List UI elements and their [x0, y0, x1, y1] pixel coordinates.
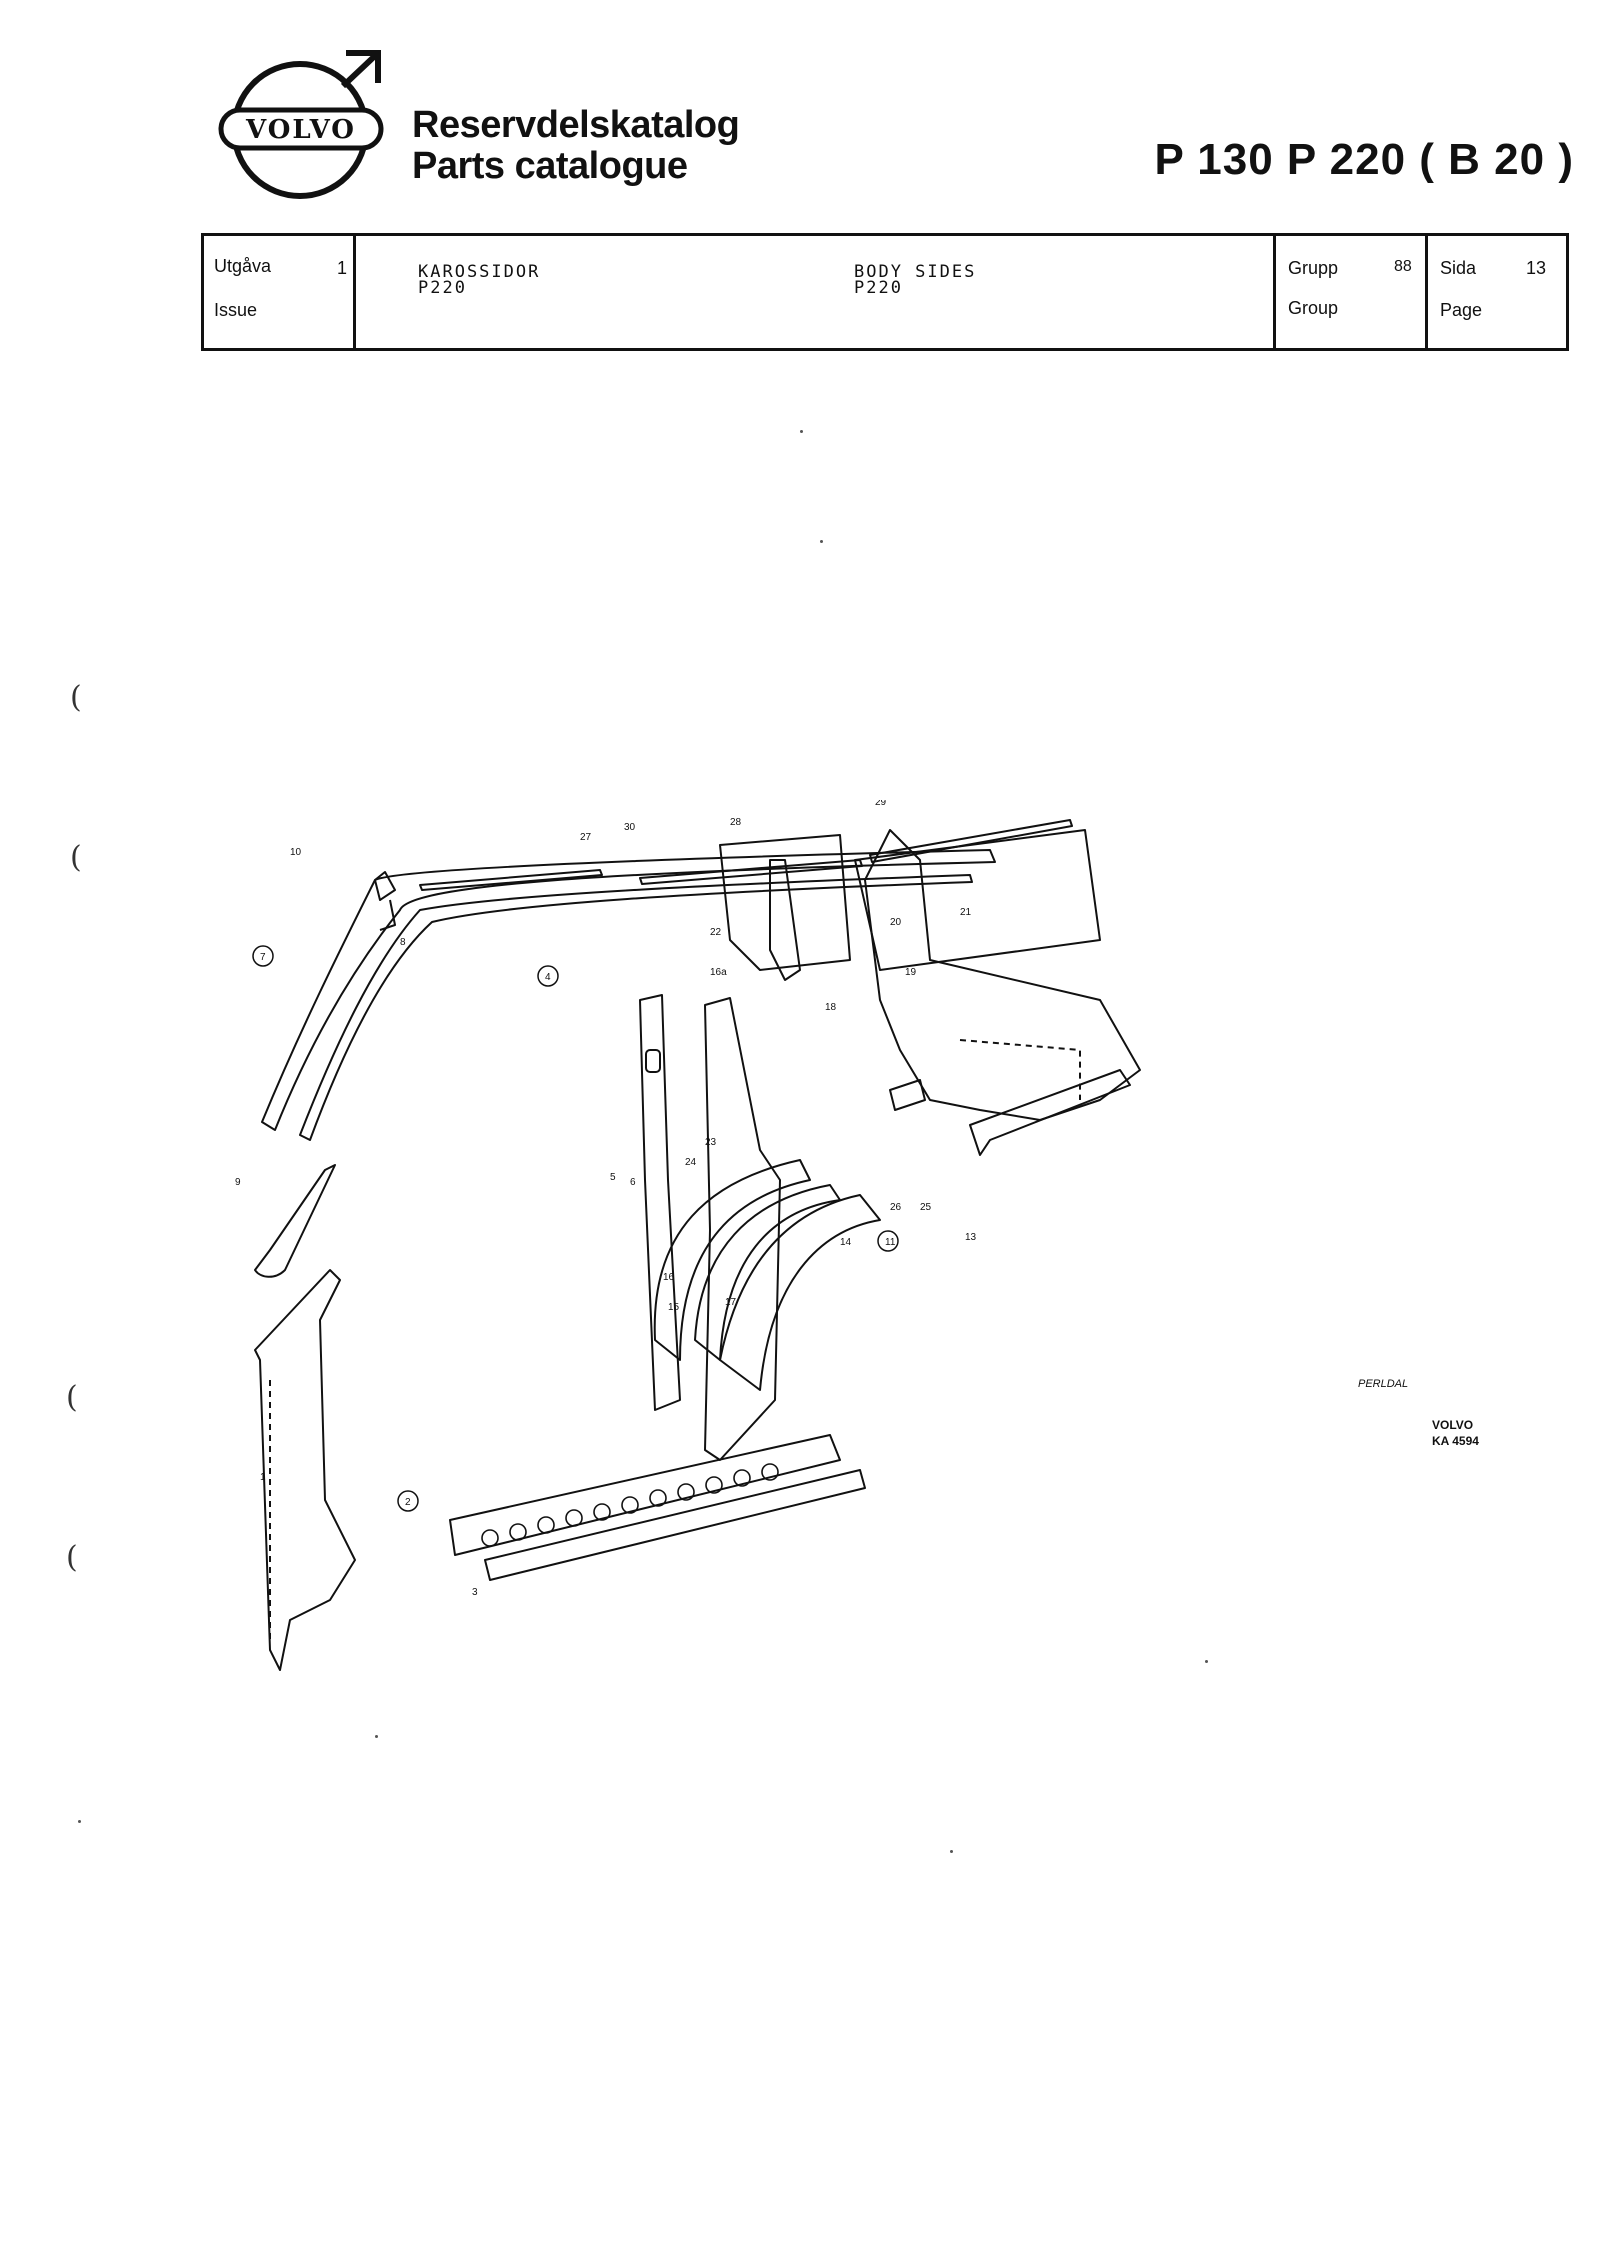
- group-cell: Grupp 88 Group: [1276, 236, 1428, 348]
- description-sv: KAROSSIDOR: [418, 262, 541, 282]
- scan-speck: [800, 430, 803, 433]
- scan-speck: [375, 1735, 378, 1738]
- description-sv-model: P220: [418, 278, 467, 298]
- logo-wordmark: VOLVO: [245, 115, 356, 145]
- callout-17: 17: [725, 1297, 737, 1308]
- page-label-en: Page: [1440, 300, 1483, 320]
- callout-7: 7: [260, 952, 266, 963]
- body-sides-exploded-diagram: 1234567891011121314151616a17181920212223…: [235, 800, 1141, 1671]
- group-label-en: Group: [1288, 298, 1339, 318]
- group-label-sv: Grupp: [1288, 258, 1339, 278]
- callout-13: 13: [965, 1232, 977, 1243]
- scan-speck: [950, 1850, 953, 1853]
- binder-mark: (: [66, 1540, 78, 1575]
- drip-moulding-front: [419, 869, 603, 891]
- callout-29: 29: [875, 800, 887, 808]
- wheel-arch-panel: [694, 1184, 841, 1361]
- info-table: Utgåva 1 Issue KAROSSIDOR P220 BODY SIDE…: [201, 233, 1569, 351]
- drawing-code-line1: VOLVO: [1432, 1418, 1474, 1432]
- callout-9: 9: [235, 1177, 241, 1188]
- callout-10: 10: [290, 847, 302, 858]
- issue-label-en: Issue: [214, 300, 258, 320]
- drawing-code-line2: KA 4594: [1432, 1434, 1479, 1448]
- page-label-sv: Sida: [1440, 258, 1477, 278]
- page-value: 13: [1526, 258, 1547, 278]
- roof-rail-outer: [261, 849, 996, 1131]
- callout-8: 8: [400, 937, 406, 948]
- issue-value: 1: [337, 258, 348, 278]
- issue-cell: Utgåva 1 Issue: [204, 236, 356, 348]
- windscreen-pillar-trim: [254, 1164, 336, 1278]
- outer-wheel-arch: [719, 1194, 881, 1391]
- callout-27: 27: [580, 832, 592, 843]
- callout-circle-4: [537, 965, 559, 987]
- model-designation: P 130 P 220 ( B 20 ): [1154, 135, 1574, 184]
- binder-mark: (: [66, 1380, 78, 1415]
- callout-26: 26: [890, 1202, 902, 1213]
- description-cell: KAROSSIDOR P220 BODY SIDES P220: [356, 236, 1276, 348]
- catalog-title-english: Parts catalogue: [412, 145, 688, 187]
- callout-2: 2: [405, 1497, 411, 1508]
- callout-24: 24: [685, 1157, 697, 1168]
- centre-pillar-inner: [639, 994, 681, 1411]
- sill-panel: [449, 1434, 841, 1556]
- rear-valance: [969, 1069, 1131, 1156]
- drip-moulding-rear: [869, 819, 1073, 863]
- binder-mark: (: [70, 840, 82, 875]
- group-value: 88: [1394, 258, 1412, 275]
- callout-circle-7: [252, 945, 274, 967]
- callout-circle-11: [877, 1230, 899, 1252]
- callout-circle-2: [397, 1490, 419, 1512]
- scan-speck: [820, 540, 823, 543]
- rear-quarter-panel: [864, 829, 1141, 1121]
- rear-door-window-frame: [719, 834, 851, 971]
- drafter-stamp: PERLDAL: [1358, 1378, 1409, 1390]
- description-en: BODY SIDES: [854, 262, 977, 282]
- page-cell: Sida 13 Page: [1428, 236, 1569, 348]
- callout-6: 6: [630, 1177, 636, 1188]
- description-en-model: P220: [854, 278, 903, 298]
- callout-18: 18: [825, 1002, 837, 1013]
- inner-wheel-arch: [653, 1159, 811, 1361]
- callout-1: 1: [260, 1472, 266, 1483]
- callout-11: 11: [885, 1237, 896, 1248]
- callout-25: 25: [920, 1202, 932, 1213]
- sill-holes: [481, 1463, 779, 1547]
- centre-pillar-outer: [704, 997, 781, 1461]
- issue-label-sv: Utgåva: [214, 256, 272, 276]
- callout-16: 16: [663, 1272, 675, 1283]
- volvo-logo-icon: VOLVO: [218, 50, 384, 199]
- front-pillar: [254, 1269, 356, 1671]
- callout-22: 22: [710, 927, 722, 938]
- rear-pillar-inner: [769, 859, 801, 981]
- corner-bracket: [889, 1079, 926, 1111]
- roof-front-bracket: [374, 871, 396, 931]
- callout-23: 23: [705, 1137, 717, 1148]
- callout-16a: 16a: [710, 967, 727, 978]
- roof-rail-inner: [299, 874, 973, 1141]
- callout-3: 3: [472, 1587, 478, 1598]
- binder-mark: (: [70, 680, 82, 715]
- scan-speck: [1205, 1660, 1208, 1663]
- callout-21: 21: [960, 907, 972, 918]
- catalog-title-swedish: Reservdelskatalog: [412, 104, 740, 146]
- callout-5: 5: [610, 1172, 616, 1183]
- sill-cover: [484, 1469, 866, 1581]
- callout-30: 30: [624, 822, 636, 833]
- callout-layer: 1234567891011121314151616a17181920212223…: [235, 800, 977, 1598]
- callout-19: 19: [905, 967, 917, 978]
- callout-4: 4: [545, 972, 551, 983]
- callout-15: 15: [668, 1302, 680, 1313]
- scan-speck: [78, 1820, 81, 1823]
- callout-14: 14: [840, 1237, 852, 1248]
- callout-20: 20: [890, 917, 902, 928]
- callout-28: 28: [730, 817, 742, 828]
